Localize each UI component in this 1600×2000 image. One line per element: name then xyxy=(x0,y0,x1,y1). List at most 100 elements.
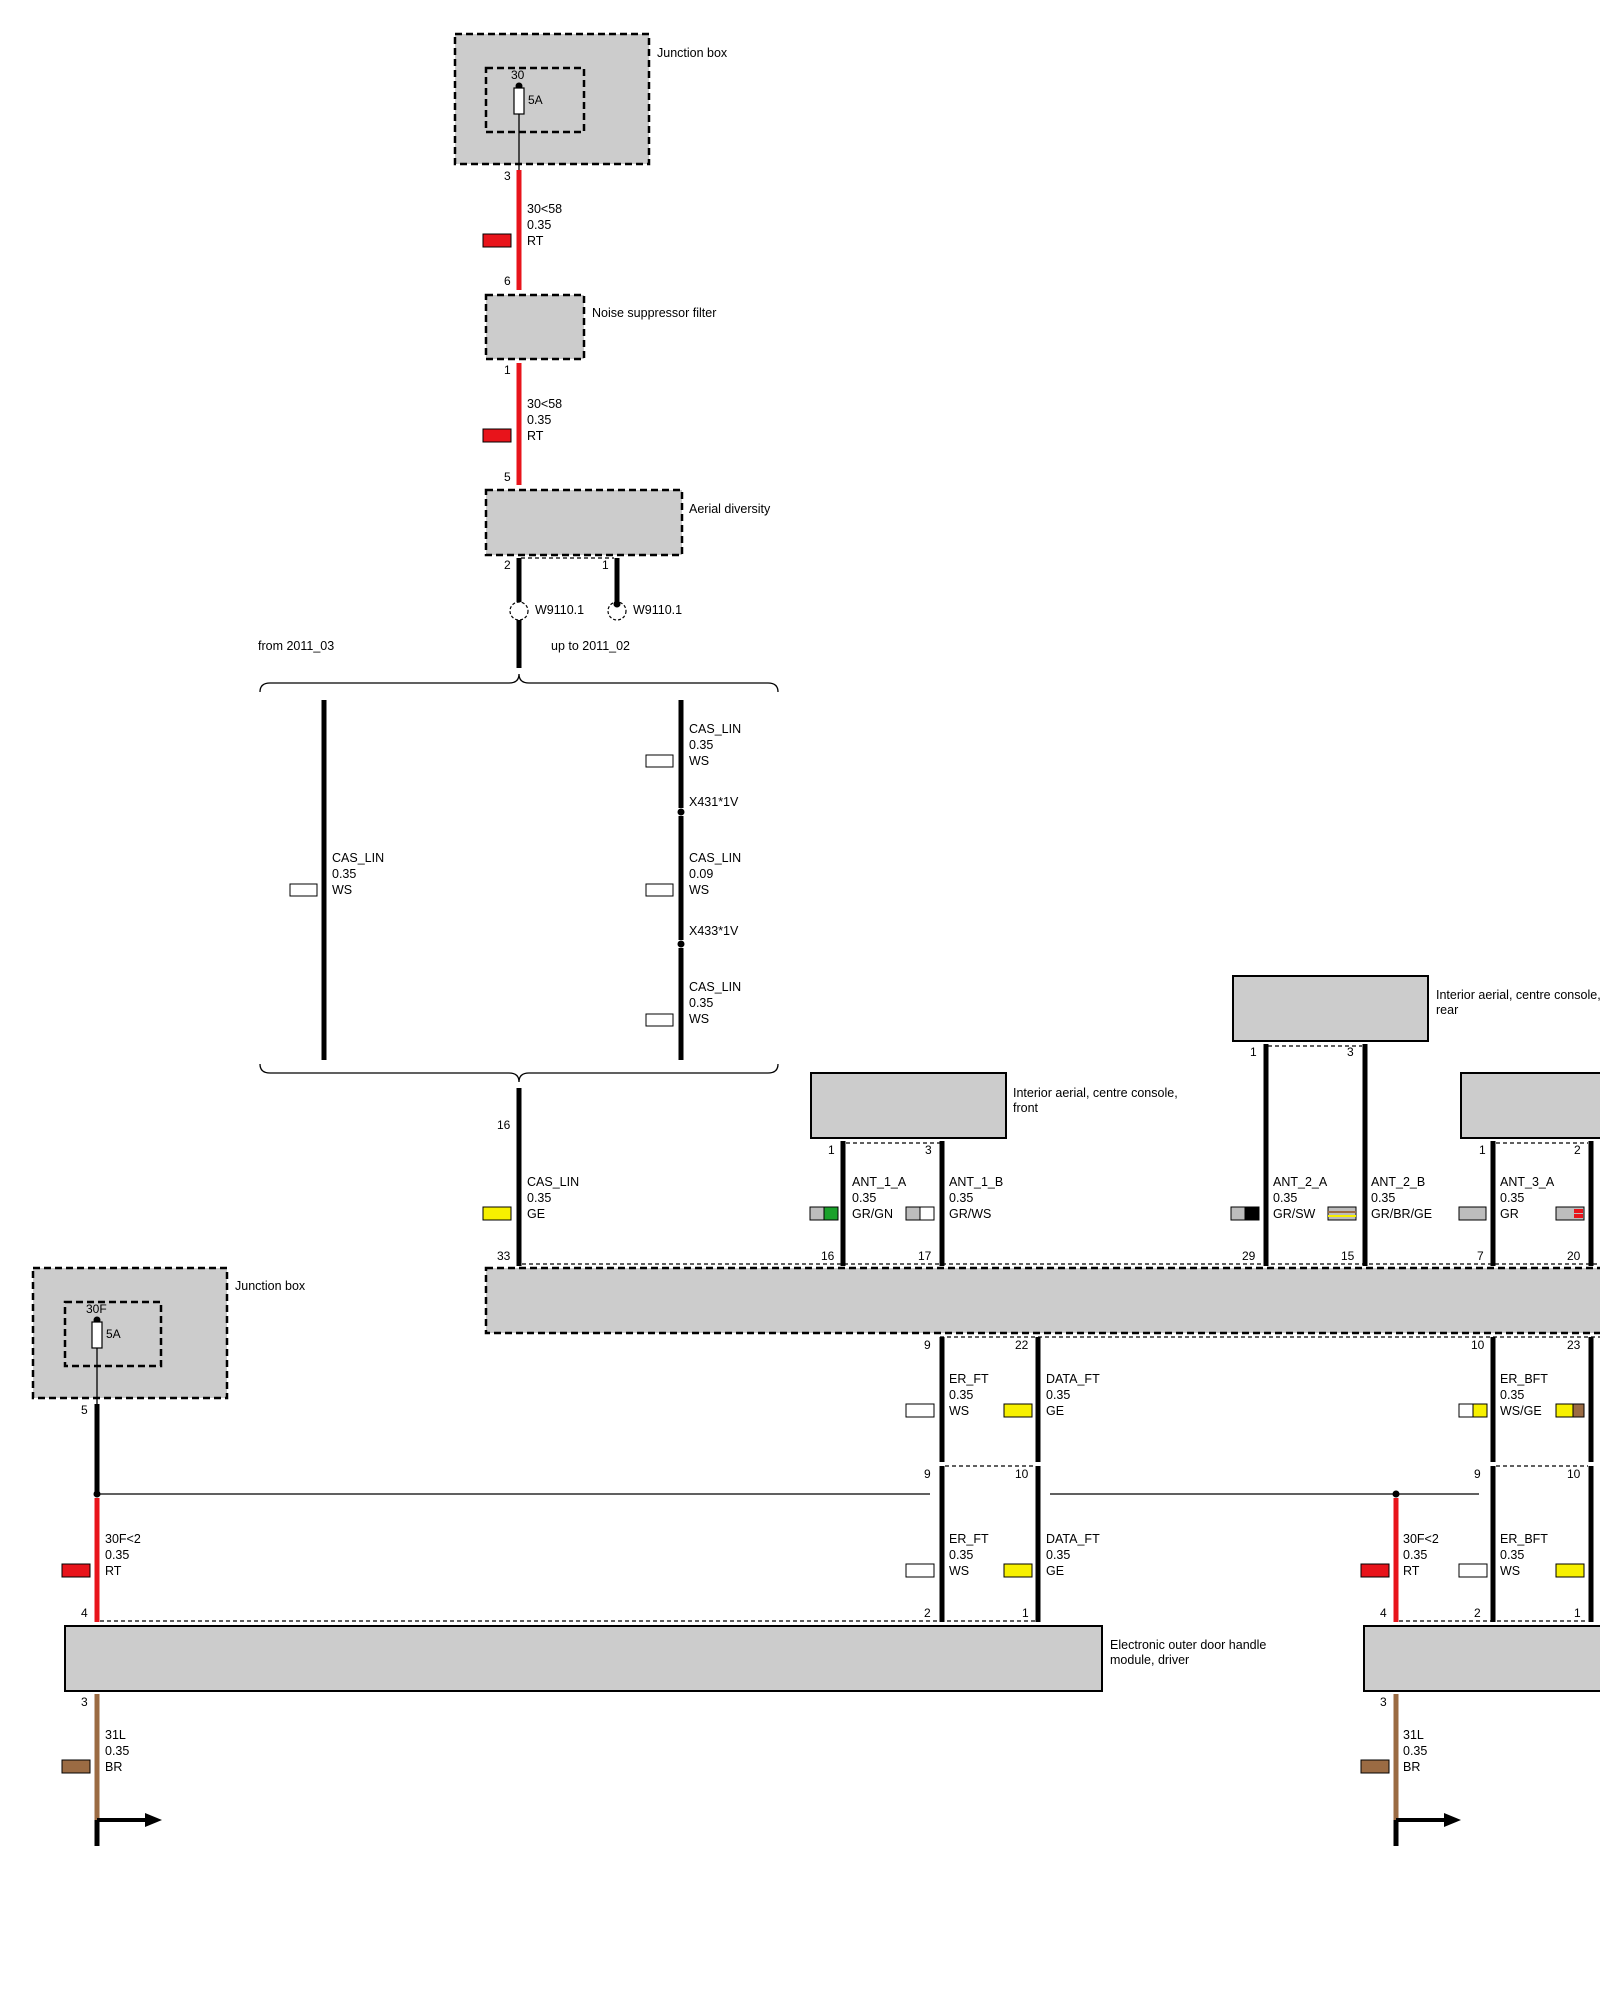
wire-30f-left[interactable]: 30F<2 0.35 RT xyxy=(61,1404,141,1622)
component-label: Interior aerial, centre console, xyxy=(1013,1086,1178,1100)
wire-er-bft-1[interactable]: 10 23 ER_BFT 0.35 WS/GE xyxy=(1458,1337,1594,1462)
wire-signal: 30F<2 xyxy=(105,1532,141,1546)
interior-aerial-rear[interactable]: Interior aerial, centre console, rear 1 … xyxy=(1232,975,1600,1059)
component-label: Electronic outer door handle xyxy=(1110,1638,1266,1652)
wire-color: RT xyxy=(1403,1564,1420,1578)
wire-signal: 30F<2 xyxy=(1403,1532,1439,1546)
wire-er-ft-2[interactable]: ER_FT 0.35 WS xyxy=(905,1466,989,1622)
wire-ant-1[interactable]: ANT_1_A 0.35 GR/GN ANT_1_B 0.35 GR/WS 16… xyxy=(809,1141,1003,1266)
pin-label: 7 xyxy=(1477,1249,1484,1263)
wire-cas-lin-main[interactable]: 16 CAS_LIN 0.35 GE 33 xyxy=(482,1088,579,1266)
wire-31l-right[interactable]: 31L 0.35 BR xyxy=(1360,1694,1461,1846)
wire-size: 0.35 xyxy=(1046,1388,1070,1402)
pin-label: 3 xyxy=(925,1143,932,1157)
central-module[interactable] xyxy=(484,1263,1600,1338)
pin-label: 1 xyxy=(1250,1045,1257,1059)
wire-data-ft-2[interactable]: DATA_FT 0.35 GE xyxy=(1003,1466,1100,1622)
pin-label: 1 xyxy=(1479,1143,1486,1157)
variant-label: from 2011_03 xyxy=(258,639,334,653)
wire-color: WS/GE xyxy=(1500,1404,1542,1418)
pin-label: 1 xyxy=(504,363,511,377)
door-handle-module-right[interactable]: 4 3 2 1 xyxy=(1363,1606,1600,1709)
aerial-output-wires[interactable]: W9110.1 W9110.1 xyxy=(509,558,682,668)
pin-label: 3 xyxy=(81,1695,88,1709)
wire-31l-left[interactable]: 31L 0.35 BR xyxy=(61,1694,162,1846)
wire-size: 0.35 xyxy=(1273,1191,1297,1205)
wire-signal: ER_FT xyxy=(949,1372,989,1386)
wire-size: 0.35 xyxy=(1500,1548,1524,1562)
wire-color: GR/GN xyxy=(852,1207,893,1221)
pin-label: 23 xyxy=(1567,1338,1581,1352)
wire-signal: CAS_LIN xyxy=(689,980,741,994)
wire-color: GR/BR/GE xyxy=(1371,1207,1432,1221)
pin-label: 2 xyxy=(1474,1606,1481,1620)
component-label: front xyxy=(1013,1101,1039,1115)
wire-er-bft-2[interactable]: ER_BFT 0.35 WS xyxy=(1458,1466,1594,1622)
wire-data-ft-1[interactable]: 22 DATA_FT 0.35 GE xyxy=(1003,1337,1100,1462)
pin-label: 4 xyxy=(1380,1606,1387,1620)
pin-label: 2 xyxy=(924,1606,931,1620)
wire-30f-right[interactable]: 30F<2 0.35 RT xyxy=(1360,1490,1439,1623)
wire-size: 0.35 xyxy=(689,738,713,752)
wire-30-58-2[interactable]: 30<58 0.35 RT xyxy=(482,363,562,485)
pin-label: 6 xyxy=(504,274,511,288)
wire-30-58-1[interactable]: 30<58 0.35 RT xyxy=(482,170,562,290)
junction-box-top[interactable]: 30 5A Junction box 3 xyxy=(453,32,728,183)
pin-label: 33 xyxy=(497,1249,511,1263)
wire-signal: ANT_3_A xyxy=(1500,1175,1555,1189)
wire-size: 0.35 xyxy=(1500,1388,1524,1402)
noise-suppressor-filter[interactable]: 6 Noise suppressor filter 1 xyxy=(484,274,716,377)
wire-signal: DATA_FT xyxy=(1046,1532,1100,1546)
pin-label: 3 xyxy=(504,169,511,183)
pin-label: 10 xyxy=(1015,1467,1029,1481)
junction-box-left[interactable]: 30F 5A Junction box 5 xyxy=(31,1266,306,1417)
wire-size: 0.35 xyxy=(1403,1548,1427,1562)
wire-size: 0.35 xyxy=(1046,1548,1070,1562)
wire-color: BR xyxy=(1403,1760,1420,1774)
connector-label: X433*1V xyxy=(689,924,739,938)
wire-size: 0.35 xyxy=(332,867,356,881)
pin-label: 29 xyxy=(1242,1249,1256,1263)
variant-brace-bottom xyxy=(259,1063,779,1083)
wire-signal: CAS_LIN xyxy=(332,851,384,865)
pin-label: 1 xyxy=(1574,1606,1581,1620)
wire-signal: ANT_2_A xyxy=(1273,1175,1328,1189)
pin-label: 5 xyxy=(81,1403,88,1417)
wire-signal: ANT_2_B xyxy=(1371,1175,1425,1189)
pin-label: 16 xyxy=(821,1249,835,1263)
wire-ant-3[interactable]: ANT_3_A 0.35 GR 7 20 xyxy=(1458,1141,1594,1266)
wire-color: BR xyxy=(105,1760,122,1774)
wire-er-ft-1[interactable]: 9 ER_FT 0.35 WS xyxy=(905,1337,989,1462)
wire-color: WS xyxy=(332,883,352,897)
pin-label: 16 xyxy=(497,1118,511,1132)
pin-label: 9 xyxy=(924,1338,931,1352)
splice-connector[interactable]: 9 10 9 10 xyxy=(97,1465,1588,1495)
interior-aerial-front[interactable]: Interior aerial, centre console, front 1… xyxy=(810,1072,1178,1157)
wire-cas-lin-right[interactable]: CAS_LIN 0.35 WS X431*1V CAS_LIN 0.09 WS … xyxy=(645,700,741,1060)
wire-size: 0.35 xyxy=(105,1744,129,1758)
door-handle-module-driver[interactable]: Electronic outer door handle module, dri… xyxy=(64,1606,1266,1709)
wire-size: 0.35 xyxy=(527,1191,551,1205)
aerial-diversity[interactable]: 5 Aerial diversity 2 1 xyxy=(484,470,771,572)
wire-cas-lin-left[interactable]: CAS_LIN 0.35 WS xyxy=(289,700,384,1060)
wire-size: 0.35 xyxy=(1500,1191,1524,1205)
fuse-rating: 5A xyxy=(528,93,543,107)
pin-label: 9 xyxy=(1474,1467,1481,1481)
wire-color: GE xyxy=(527,1207,545,1221)
wire-color: RT xyxy=(527,429,544,443)
interior-aerial-third[interactable]: 1 2 xyxy=(1460,1072,1600,1157)
wire-signal: CAS_LIN xyxy=(527,1175,579,1189)
component-label: rear xyxy=(1436,1003,1458,1017)
wire-signal: CAS_LIN xyxy=(689,851,741,865)
pin-label: 9 xyxy=(924,1467,931,1481)
wire-color: WS xyxy=(689,754,709,768)
pin-label: 2 xyxy=(504,558,511,572)
variant-label: up to 2011_02 xyxy=(551,639,630,653)
wire-ant-2[interactable]: ANT_2_A 0.35 GR/SW ANT_2_B 0.35 GR/BR/GE… xyxy=(1230,1044,1432,1266)
pin-label: 4 xyxy=(81,1606,88,1620)
wire-size: 0.35 xyxy=(105,1548,129,1562)
wire-size: 0.35 xyxy=(949,1388,973,1402)
wire-signal: CAS_LIN xyxy=(689,722,741,736)
wire-color: WS xyxy=(689,883,709,897)
